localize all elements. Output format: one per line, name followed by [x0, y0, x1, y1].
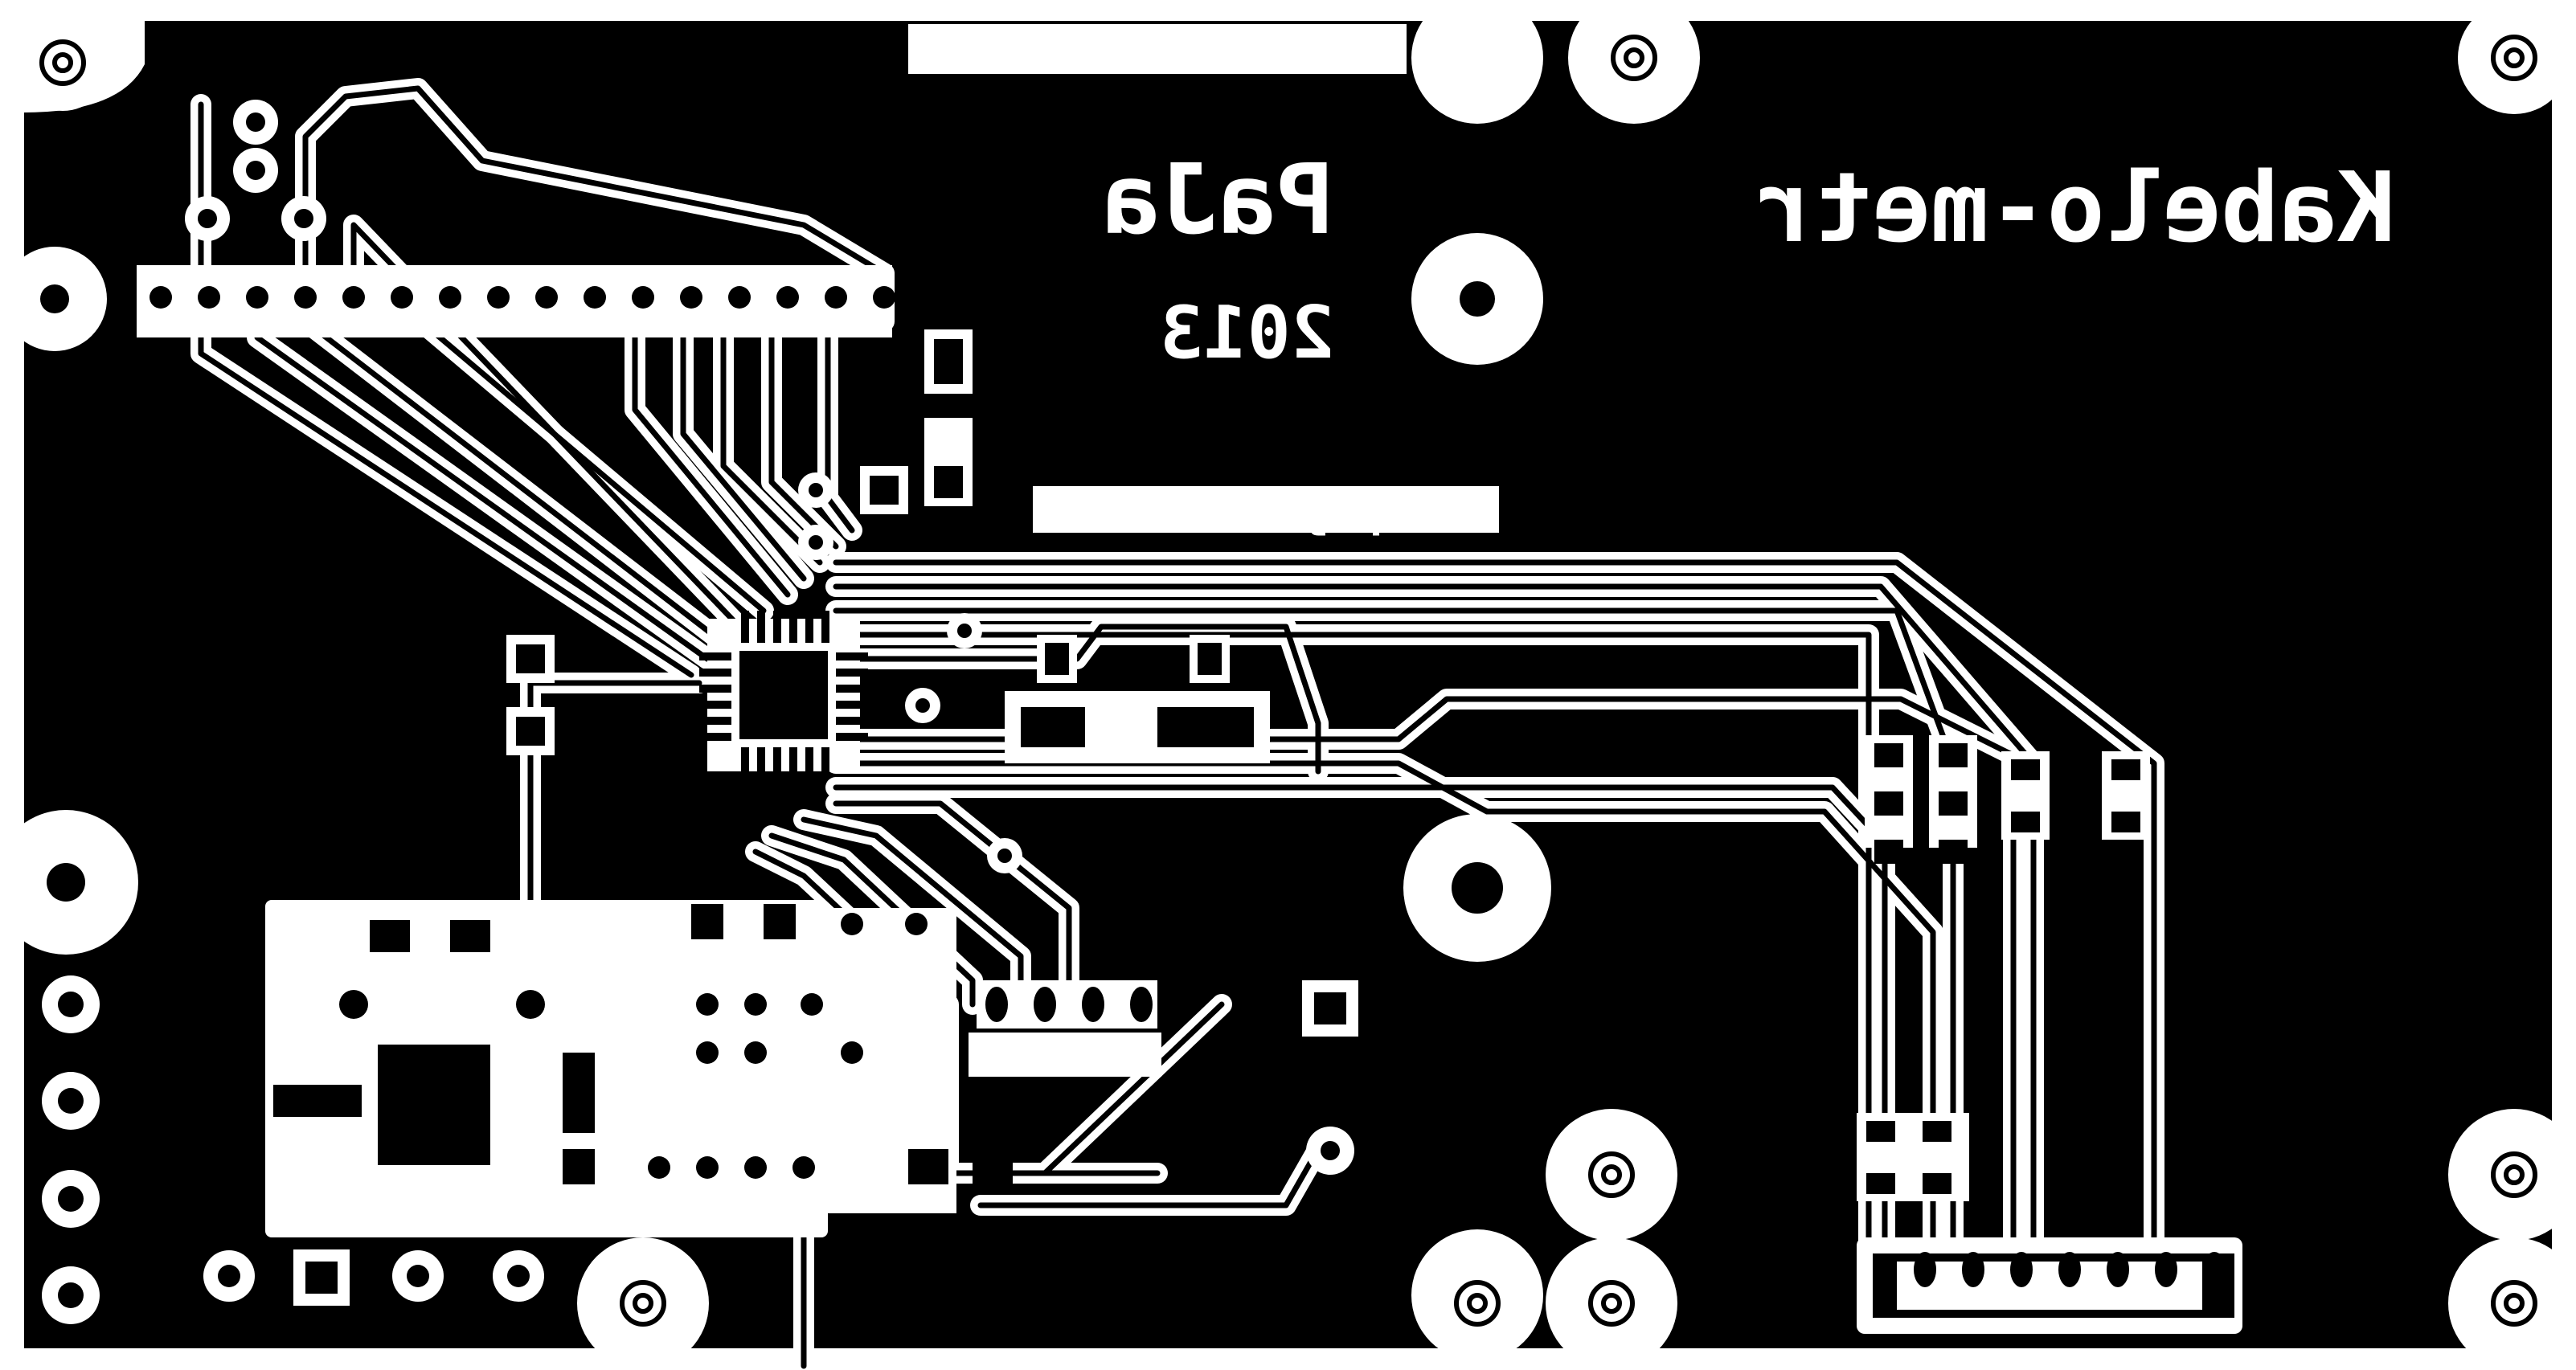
oscillator-pads — [905, 613, 1270, 763]
display-header-pads — [137, 265, 895, 337]
pin-label-three: 3 — [1034, 1037, 1057, 1082]
left-smd-pads — [506, 635, 555, 755]
year-label: 2013 — [1160, 291, 1334, 375]
pin-label-one: 1 — [1130, 1037, 1153, 1082]
input-connector-pads — [42, 975, 100, 1324]
right-smd-pads — [1857, 735, 2150, 1201]
upper-smd-pads — [798, 329, 973, 560]
upper-left-pads — [185, 100, 326, 241]
datetime-label: 10.3.2013 19:45:23 — [928, 24, 1399, 75]
url-label: www.paja-trb.cz — [1084, 485, 1491, 538]
power-components — [273, 904, 1013, 1184]
author-label: PaJa — [1102, 145, 1334, 256]
programming-header — [977, 980, 1157, 1029]
plain-holes — [40, 281, 1503, 914]
microcontroller-qfp — [699, 611, 868, 779]
power-section-clearance — [265, 900, 956, 1237]
pin-label-two: 2 — [1082, 1037, 1105, 1082]
silkscreen-text: 10.3.2013 19:45:23 PaJa 2013 Kabelo-metr… — [908, 24, 2395, 1082]
board-name-label: Kabelo-metr — [1756, 153, 2395, 264]
bottom-pads — [203, 838, 1358, 1306]
pin-label-plus: + — [909, 985, 932, 1030]
output-connector-pads — [1857, 1237, 2242, 1334]
mounting-holes — [39, 35, 2537, 1327]
